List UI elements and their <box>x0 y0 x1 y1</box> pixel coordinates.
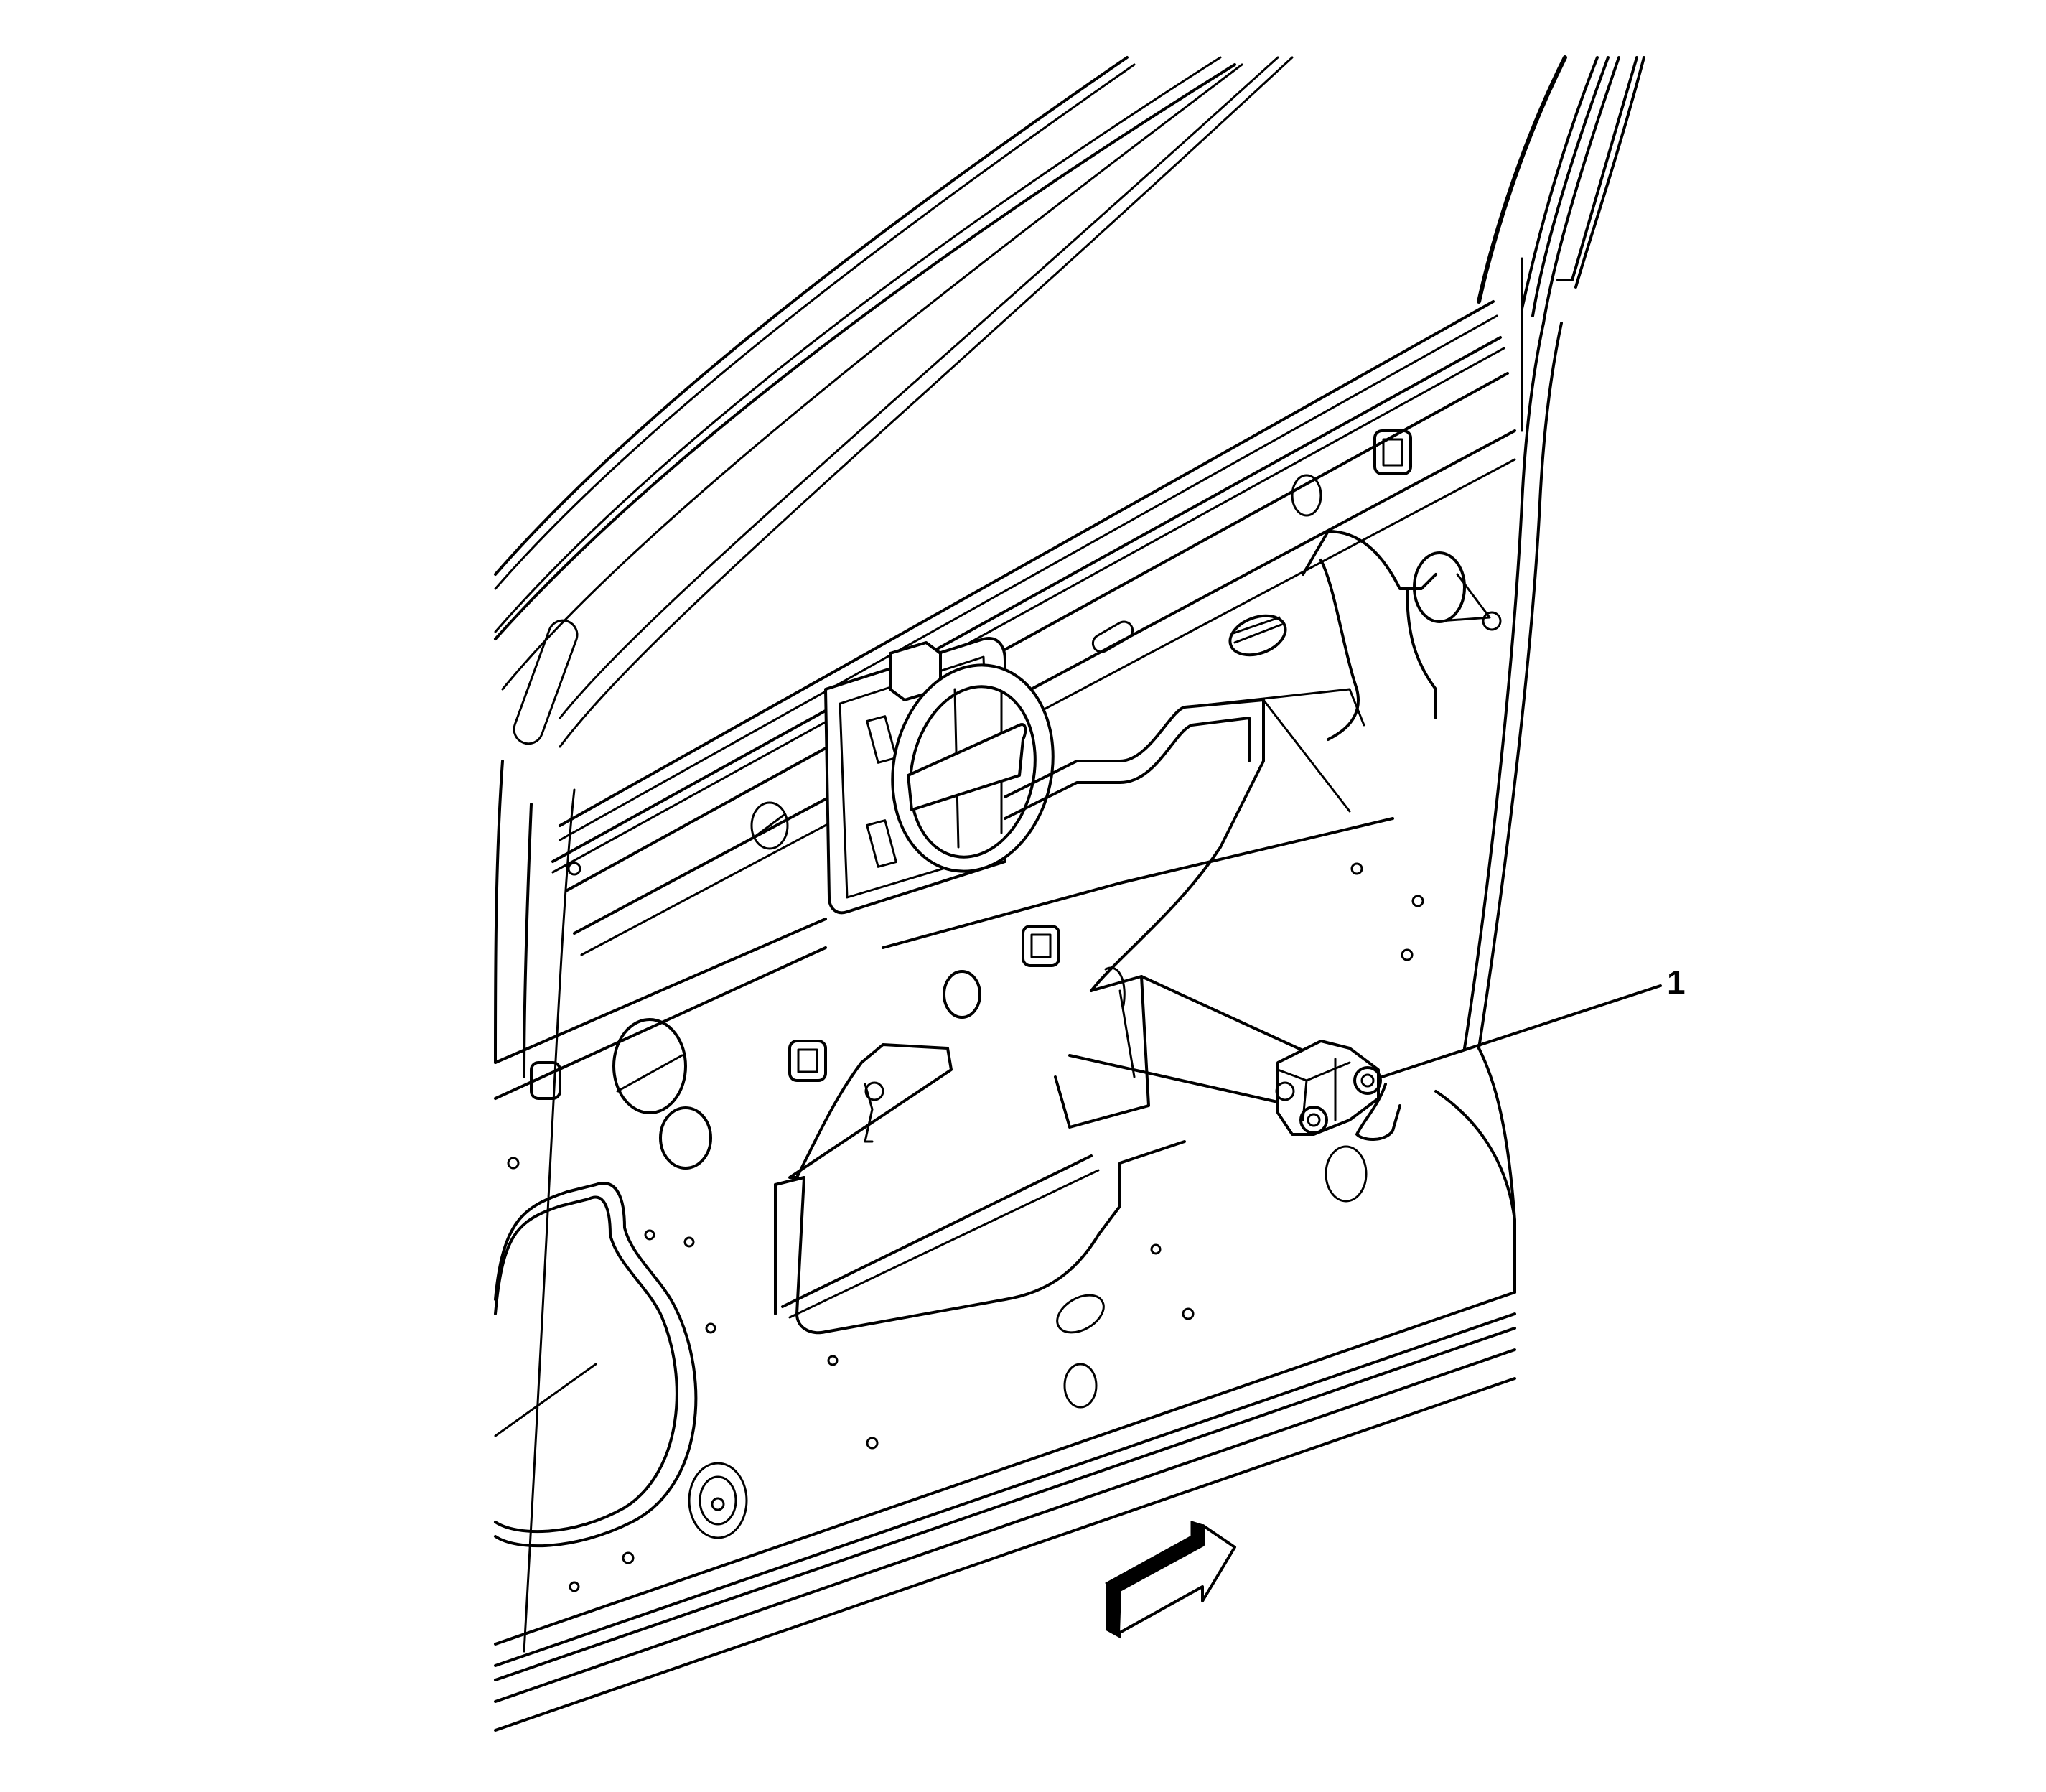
armrest-molding <box>1004 688 1365 992</box>
belt-line-strips <box>551 300 1516 956</box>
component-pocket <box>1355 1083 1401 1141</box>
window-frame-rear-pillar <box>1463 55 1645 1050</box>
door-handle-lever <box>907 723 1027 811</box>
latch-reinforcement <box>1302 530 1502 741</box>
speaker-opening <box>494 1182 698 1548</box>
mounting-bracket <box>1054 966 1150 1129</box>
front-of-vehicle-arrow-icon <box>1104 1520 1236 1639</box>
inner-panel-body <box>494 817 1516 1732</box>
window-frame-upper <box>494 56 1294 748</box>
component-1 <box>1275 1040 1382 1136</box>
panel-holes <box>507 474 1424 1592</box>
callout-1-leader <box>1381 984 1662 1078</box>
door-front-edge <box>494 619 579 1653</box>
oblong-slots <box>1056 614 1287 1334</box>
map-pocket <box>774 1043 1186 1335</box>
square-plugs <box>530 429 1412 1100</box>
exploded-guide-lines <box>1068 975 1315 1103</box>
callout-label-1: 1 <box>1667 963 1686 1001</box>
